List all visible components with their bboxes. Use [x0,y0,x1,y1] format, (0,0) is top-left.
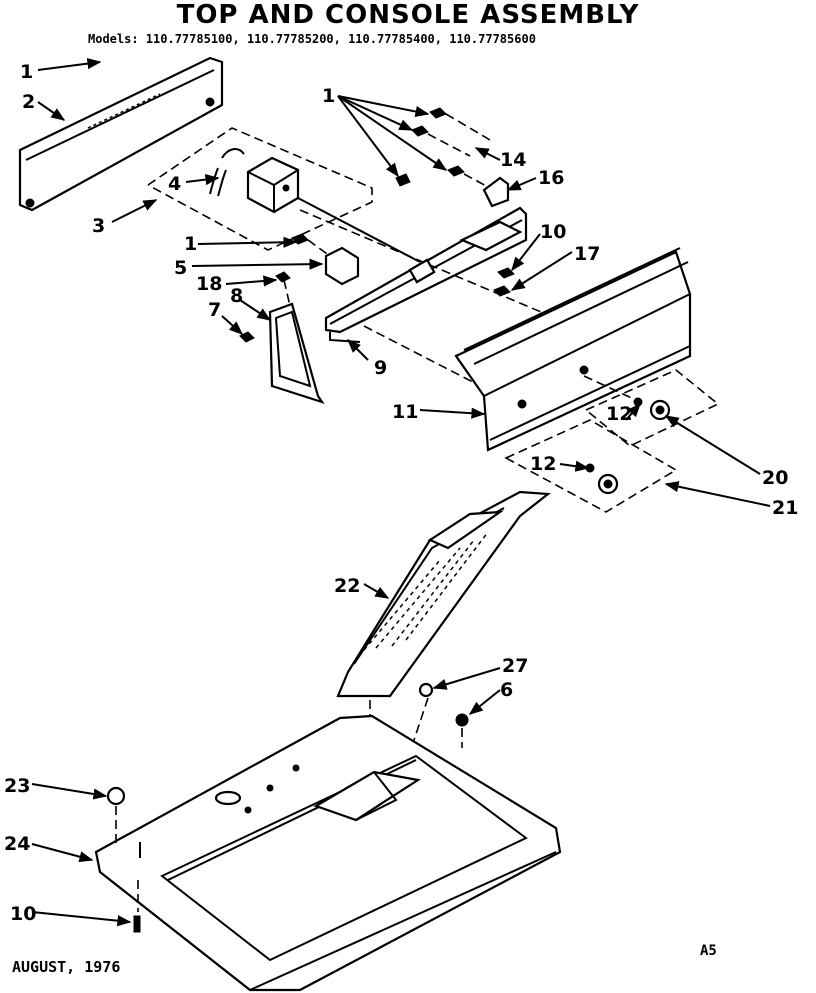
part-23 [106,786,126,806]
part-nut-7 [239,331,255,343]
callout-6: 6 [500,679,513,701]
callout-4: 4 [168,173,181,195]
page-reference: A5 [700,943,717,959]
callout-10: 10 [10,903,36,925]
part-transformer-assembly [147,127,421,263]
callout-16: 16 [538,167,564,189]
callout-8: 8 [230,285,243,307]
callout-21: 21 [772,497,798,519]
callout-1: 1 [322,85,335,107]
part-thermostat-6 [411,682,469,748]
callout-5: 5 [174,257,187,279]
diagram-title: TOP AND CONSOLE ASSEMBLY [176,0,640,30]
screw-set-upper [395,107,491,189]
part-dryer-top [94,714,562,992]
screw-17 [493,285,511,297]
screw-10-lower [133,915,141,933]
callout-12: 12 [530,453,556,475]
part-lint-screen [336,490,551,698]
part-console-panel [454,247,692,452]
part-rear-bracket [18,56,224,212]
callout-7: 7 [208,299,221,321]
callout-3: 3 [92,215,105,237]
callout-24: 24 [4,833,30,855]
callout-2: 2 [22,91,35,113]
part-support-bracket [268,279,325,405]
callout-9: 9 [374,357,387,379]
callout-27: 27 [502,655,528,677]
part-knob-21 [504,419,678,513]
callout-10: 10 [540,221,566,243]
callout-17: 17 [574,243,600,265]
leader-lines [31,58,771,927]
callout-labels: 1 2 3 4 1 5 18 8 7 9 1 14 16 10 17 11 12… [4,61,798,925]
callout-18: 18 [196,273,222,295]
part-switch [291,233,360,286]
callout-22: 22 [334,575,360,597]
guide-line [299,209,561,321]
models-line: Models: 110.77785100, 110.77785200, 110.… [88,32,536,46]
callout-1: 1 [184,233,197,255]
callout-1: 1 [20,61,33,83]
callout-14: 14 [500,149,526,171]
callout-20: 20 [762,467,788,489]
callout-11: 11 [392,401,418,423]
screw-18 [275,271,291,283]
screw-10 [497,267,515,279]
callout-12: 12 [606,403,632,425]
part-clip [482,176,510,208]
footer-date: AUGUST, 1976 [12,958,121,976]
part-console-rail [324,206,528,343]
callout-23: 23 [4,775,30,797]
